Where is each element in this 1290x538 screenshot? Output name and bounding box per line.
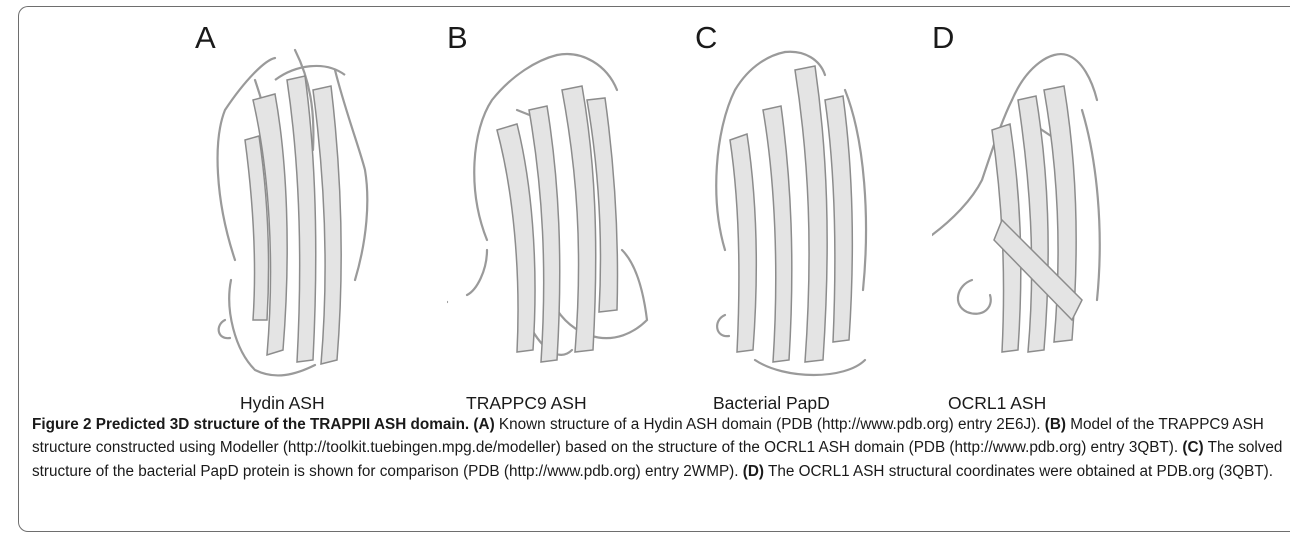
- caption-part-a-text: Known structure of a Hydin ASH domain (P…: [499, 416, 1041, 433]
- panel-a-label: Hydin ASH: [240, 393, 325, 414]
- panel-c: C Bacterial PapD: [695, 20, 955, 420]
- panel-d-label: OCRL1 ASH: [948, 393, 1046, 414]
- caption-figure-label: Figure 2: [32, 416, 92, 433]
- caption-part-c-tag: (C): [1182, 439, 1203, 456]
- panel-a: A Hydin ASH: [195, 20, 455, 420]
- caption-text: Figure 2 Predicted 3D structure of the T…: [32, 413, 1284, 483]
- caption-figure-title: Predicted 3D structure of the TRAPPII AS…: [96, 416, 469, 433]
- panel-d: D OCRL1 ASH: [932, 20, 1192, 420]
- panel-b: B TRAPPC9 ASH: [447, 20, 707, 420]
- caption-part-d-tag: (D): [743, 463, 764, 480]
- caption-part-d-text: The OCRL1 ASH structural coordinates wer…: [768, 463, 1273, 480]
- panel-c-label: Bacterial PapD: [713, 393, 830, 414]
- bacterial-papd-structure-image: [695, 20, 955, 400]
- caption-part-b-tag: (B): [1045, 416, 1066, 433]
- hydin-ash-structure-image: [195, 20, 455, 400]
- trappc9-ash-structure-image: [447, 20, 707, 400]
- figure-caption: Figure 2 Predicted 3D structure of the T…: [32, 413, 1284, 483]
- caption-part-a-tag: (A): [473, 416, 494, 433]
- ocrl1-ash-structure-image: [932, 20, 1192, 400]
- panel-b-label: TRAPPC9 ASH: [466, 393, 587, 414]
